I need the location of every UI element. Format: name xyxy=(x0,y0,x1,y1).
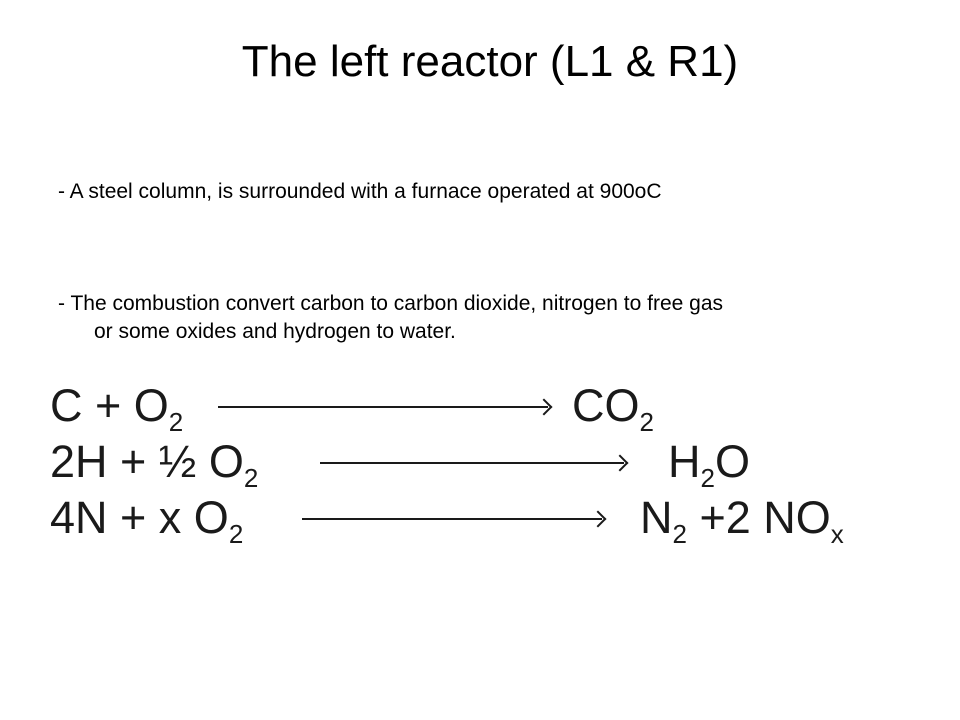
products-text: CO xyxy=(572,380,640,431)
products-subscript-2: x xyxy=(830,519,844,549)
products-text-suffix: +2 NO xyxy=(686,492,831,543)
products-subscript: 2 xyxy=(639,407,654,437)
reaction-reactants: C + O2 xyxy=(50,378,184,437)
bullet-continuation: or some oxides and hydrogen to water. xyxy=(94,320,456,343)
reactants-text: 2H + ½ O xyxy=(50,436,244,487)
reactants-subscript: 2 xyxy=(168,407,184,437)
bullet-text: A steel column, is surrounded with a fur… xyxy=(69,180,662,203)
reaction-reactants: 4N + x O2 xyxy=(50,490,244,549)
bullet-combustion: - The combustion convert carbon to carbo… xyxy=(58,290,928,346)
reaction-carbon: C + O2 CO2 xyxy=(50,378,930,437)
products-text: H xyxy=(668,436,701,487)
reactants-subscript: 2 xyxy=(243,463,259,493)
reactants-text: 4N + x O xyxy=(50,492,229,543)
reaction-reactants: 2H + ½ O2 xyxy=(50,434,259,493)
slide-title: The left reactor (L1 & R1) xyxy=(241,37,739,86)
reaction-equations: C + O2 CO2 2H + ½ O2 H2O 4N + x O2 N2 +2… xyxy=(50,378,930,549)
products-subscript: 2 xyxy=(672,519,687,549)
bullet-text: The combustion convert carbon to carbon … xyxy=(70,292,724,315)
reaction-nitrogen: 4N + x O2 N2 +2 NOx xyxy=(50,490,930,549)
reaction-arrow-icon xyxy=(320,462,624,464)
products-subscript: 2 xyxy=(700,463,715,493)
bullet-dash: - xyxy=(58,180,70,203)
products-text: N xyxy=(640,492,673,543)
reaction-hydrogen: 2H + ½ O2 H2O xyxy=(50,434,930,493)
reaction-arrow-icon xyxy=(302,518,602,520)
reactants-text: C + O xyxy=(50,380,169,431)
reaction-arrow-icon xyxy=(218,406,548,408)
reactants-subscript: 2 xyxy=(228,519,244,549)
bullet-dash: - xyxy=(58,292,71,315)
reaction-products: N2 +2 NOx xyxy=(640,490,844,549)
reaction-products: H2O xyxy=(668,434,750,493)
reaction-products: CO2 xyxy=(572,378,654,437)
products-text-suffix: O xyxy=(714,436,750,487)
bullet-steel-column: - A steel column, is surrounded with a f… xyxy=(58,178,928,206)
